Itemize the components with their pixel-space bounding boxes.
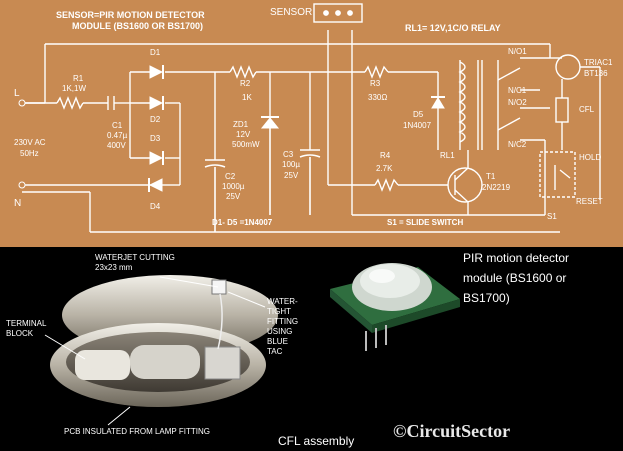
r2-value: 1K xyxy=(242,93,252,102)
no1-label: N/O1 xyxy=(508,47,527,56)
cfl-label: CFL xyxy=(579,105,595,114)
d1-label: D1 xyxy=(150,48,161,57)
d5-name: D5 xyxy=(413,110,424,119)
rl1-label: RL1 xyxy=(440,151,455,160)
triac-name: TRIAC1 xyxy=(584,58,613,67)
cfl-assembly-caption: CFL assembly xyxy=(278,434,355,448)
reset-label: RESET xyxy=(576,197,603,206)
watertight-4: USING xyxy=(267,327,293,336)
d3-label: D3 xyxy=(150,134,161,143)
d4-label: D4 xyxy=(150,202,161,211)
pir-caption-1: PIR motion detector xyxy=(463,251,570,265)
schematic-title-line2: MODULE (BS1600 OR BS1700) xyxy=(72,21,204,31)
zd1-name: ZD1 xyxy=(233,120,249,129)
s1-label: S1 xyxy=(547,212,557,221)
watertight-1: WATER- xyxy=(267,297,298,306)
no2-label: N/O2 xyxy=(508,98,527,107)
waterjet-size: 23x23 mm xyxy=(95,263,133,272)
pir-caption-2: module (BS1600 or xyxy=(463,271,567,285)
r2-name: R2 xyxy=(240,79,251,88)
nc2-label: N/C2 xyxy=(508,140,527,149)
r4-name: R4 xyxy=(380,151,391,160)
input-voltage: 230V AC xyxy=(14,138,46,147)
r3-name: R3 xyxy=(370,79,381,88)
c1-name: C1 xyxy=(112,121,123,130)
input-N-label: N xyxy=(14,198,22,209)
diode-note: D1- D5 =1N4007 xyxy=(212,218,273,227)
terminal-label-1: TERMINAL xyxy=(6,319,47,328)
watertight-2: TIGHT xyxy=(267,307,291,316)
c3-name: C3 xyxy=(283,150,294,159)
triac-value: BT136 xyxy=(584,69,608,78)
watertight-6: TAC xyxy=(267,347,283,356)
relay-spec: RL1= 12V,1C/O RELAY xyxy=(405,23,501,33)
switch-note: S1 = SLIDE SWITCH xyxy=(387,218,464,227)
input-L-label: L xyxy=(14,88,20,99)
sensor-label: SENSOR xyxy=(270,7,313,18)
callout-lines xyxy=(44,276,266,426)
watermark: ©CircuitSector xyxy=(393,421,511,441)
pir-module-photo xyxy=(330,263,460,351)
cfl-assembly-photo xyxy=(50,275,278,407)
d5-value: 1N4007 xyxy=(403,121,432,130)
hold-label: HOLD xyxy=(579,153,602,162)
d2-label: D2 xyxy=(150,115,161,124)
watertight-3: FITTING xyxy=(267,317,299,326)
r1-name: R1 xyxy=(73,74,84,83)
zd1-power: 500mW xyxy=(232,140,260,149)
terminal-label-2: BLOCK xyxy=(6,329,34,338)
waterjet-label: WATERJET CUTTING xyxy=(95,253,175,262)
r3-value: 330Ω xyxy=(368,93,388,102)
zd1-voltage: 12V xyxy=(236,130,251,139)
schematic-diagram xyxy=(0,0,623,247)
c2-voltage: 25V xyxy=(226,192,241,201)
c1-voltage: 400V xyxy=(107,141,126,150)
photo-panel: WATERJET CUTTING 23x23 mm TERMINAL BLOCK… xyxy=(0,247,623,451)
c2-value: 1000µ xyxy=(222,182,245,191)
schematic-title-line1: SENSOR=PIR MOTION DETECTOR xyxy=(56,10,205,20)
c2-name: C2 xyxy=(225,172,236,181)
t1-value: 2N2219 xyxy=(482,183,511,192)
nc1-label: N/C1 xyxy=(508,86,527,95)
watertight-5: BLUE xyxy=(267,337,288,346)
c1-value: 0.47µ xyxy=(107,131,128,140)
input-frequency: 50Hz xyxy=(20,149,39,158)
r1-value: 1K,1W xyxy=(62,84,87,93)
c3-voltage: 25V xyxy=(284,171,299,180)
r4-value: 2.7K xyxy=(376,164,393,173)
pcb-label: PCB INSULATED FROM LAMP FITTING xyxy=(64,427,210,436)
t1-name: T1 xyxy=(486,172,496,181)
pir-caption-3: BS1700) xyxy=(463,291,510,305)
c3-value: 100µ xyxy=(282,160,300,169)
